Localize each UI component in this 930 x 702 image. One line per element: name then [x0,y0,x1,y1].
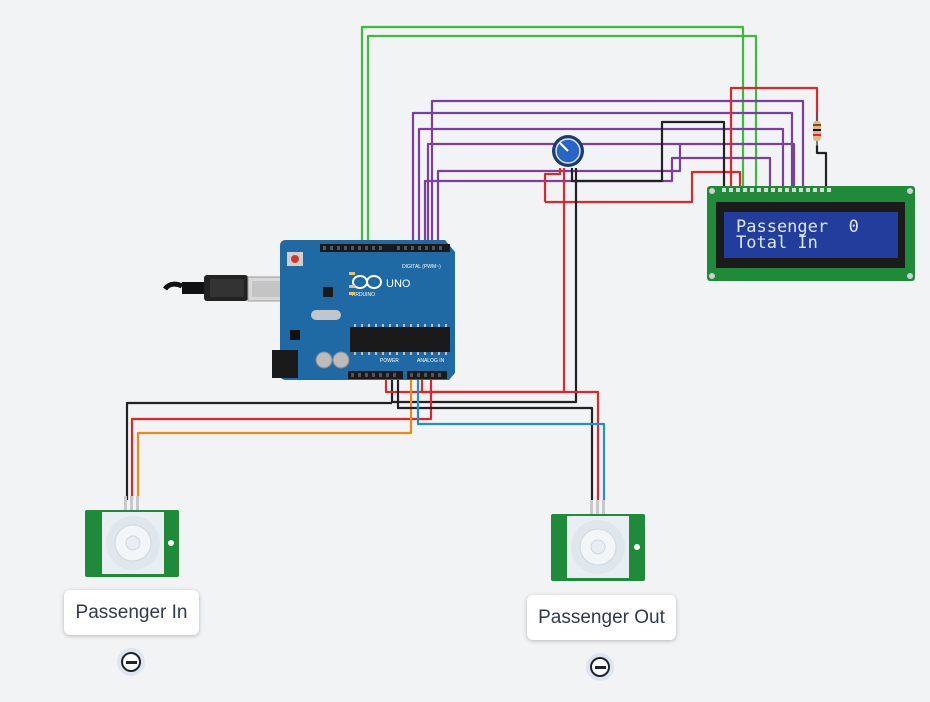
wire-purple-6[interactable] [426,142,680,250]
sensor-in-label[interactable]: Passenger In [64,590,199,635]
lcd-line-1: Passenger 0 [736,217,859,237]
wire-purple-4[interactable] [423,156,772,250]
lcd-line-2: Total In [736,233,818,253]
usb-cable[interactable] [162,275,301,302]
brand-label: ARDUINO [352,292,375,298]
wire-black-pot[interactable] [390,168,578,404]
analog-label: ANALOG IN [417,358,445,364]
wire-purple-3[interactable] [417,127,785,250]
lcd-display[interactable]: Passenger 0 Total In [707,186,915,281]
wire-red-in[interactable] [130,378,433,500]
model-label: UNO [386,278,411,290]
wire-red-lcd-2[interactable] [545,170,742,204]
wire-purple-1[interactable] [430,99,805,250]
sensor-in-label-text: Passenger In [75,601,188,623]
wire-black-lcd-3[interactable] [815,145,828,190]
wires[interactable] [125,25,828,500]
wire-black-in[interactable] [125,401,392,500]
sensor-out-label[interactable]: Passenger Out [527,595,676,640]
minus-circle-icon [121,652,141,672]
remove-sensor-in-button[interactable] [117,648,145,676]
wire-orange-in[interactable] [136,378,413,500]
wire-purple-2[interactable] [411,111,794,250]
wire-red-out[interactable] [420,378,600,500]
digital-label: DIGITAL (PWM~) [402,264,441,270]
wire-red-lcd-1[interactable] [729,86,819,190]
wire-purple-5[interactable] [436,142,796,250]
wire-black-lcd-1[interactable] [660,120,726,190]
remove-sensor-out-button[interactable] [586,653,614,681]
minus-circle-icon [590,657,610,677]
wire-blue-out[interactable] [416,378,606,500]
pir-sensor-in[interactable] [85,496,179,577]
wire-green-1[interactable] [360,25,745,250]
wire-black-out[interactable] [396,378,594,500]
potentiometer[interactable] [552,135,584,167]
sensor-out-label-text: Passenger Out [538,606,665,628]
pir-sensor-out[interactable] [551,500,645,581]
lcd-screen [724,212,898,258]
power-label: POWER [380,358,399,364]
wire-red-lcd-3[interactable] [543,168,562,202]
resistor[interactable] [813,112,821,146]
arduino-logo: ARDUINO [352,275,382,298]
wire-black-lcd-2[interactable] [570,168,664,183]
arduino-uno-board[interactable]: DIGITAL (PWM~) ARDUINO UNO [272,240,455,380]
